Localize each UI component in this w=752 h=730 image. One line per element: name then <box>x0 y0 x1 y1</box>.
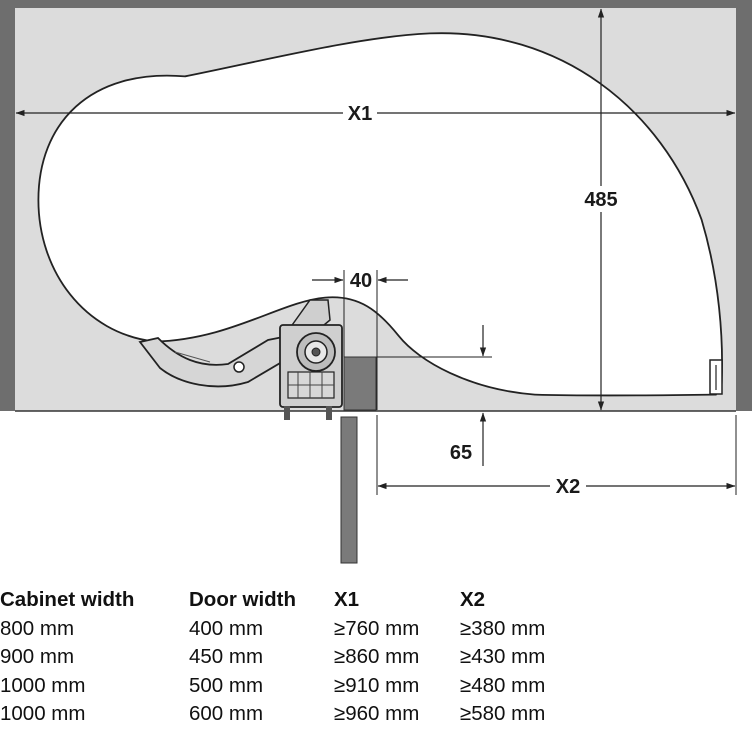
table-header-row: Cabinet width Door width X1 X2 <box>0 586 590 615</box>
x2-label: X2 <box>556 476 580 498</box>
cell-x2: ≥380 mm <box>460 616 546 640</box>
door-panel <box>340 416 358 564</box>
depth-label-bg <box>579 186 625 212</box>
header-x1: X1 <box>334 588 360 612</box>
table-row: 1000 mm 500 mm ≥910 mm ≥480 mm <box>0 672 590 701</box>
x1-label-bg <box>343 100 377 126</box>
header-x2: X2 <box>460 588 486 612</box>
cell-cabinet-width: 800 mm <box>0 616 75 640</box>
cell-cabinet-width: 900 mm <box>0 645 75 669</box>
cell-cabinet-width: 1000 mm <box>0 673 86 697</box>
cell-door-width: 400 mm <box>189 616 264 640</box>
cell-x2: ≥580 mm <box>460 702 546 726</box>
hinge-mechanism <box>279 324 343 420</box>
cell-x2: ≥430 mm <box>460 645 546 669</box>
cell-x1: ≥760 mm <box>334 616 420 640</box>
cell-door-width: 600 mm <box>189 702 264 726</box>
cabinet-right-wall <box>736 0 752 411</box>
x2-label-bg <box>550 473 586 499</box>
table-row: 1000 mm 600 mm ≥960 mm ≥580 mm <box>0 700 590 729</box>
arm-pivot <box>233 361 245 373</box>
arm-detail <box>174 351 211 363</box>
cell-x1: ≥960 mm <box>334 702 420 726</box>
dimension-table: Cabinet width Door width X1 X2 800 mm 40… <box>0 586 590 729</box>
offset-label: 65 <box>450 442 472 464</box>
corner-cabinet-diagram: X1 485 40 65 X2 <box>0 0 752 564</box>
cell-x1: ≥910 mm <box>334 673 420 697</box>
gap-label: 40 <box>350 270 372 292</box>
cell-door-width: 500 mm <box>189 673 264 697</box>
depth-label: 485 <box>584 189 617 211</box>
cell-x2: ≥480 mm <box>460 673 546 697</box>
door-block <box>343 356 377 411</box>
header-door-width: Door width <box>189 588 297 612</box>
header-cabinet-width: Cabinet width <box>0 588 135 612</box>
x1-label: X1 <box>348 103 372 125</box>
table-row: 800 mm 400 mm ≥760 mm ≥380 mm <box>0 615 590 644</box>
cabinet-back-wall <box>0 0 752 8</box>
table-row: 900 mm 450 mm ≥860 mm ≥430 mm <box>0 643 590 672</box>
cabinet-left-wall <box>0 0 15 411</box>
cell-cabinet-width: 1000 mm <box>0 702 86 726</box>
cell-door-width: 450 mm <box>189 645 264 669</box>
corner-shelf-tray-inner <box>39 34 722 395</box>
cell-x1: ≥860 mm <box>334 645 420 669</box>
gap-label-bg <box>346 268 376 292</box>
